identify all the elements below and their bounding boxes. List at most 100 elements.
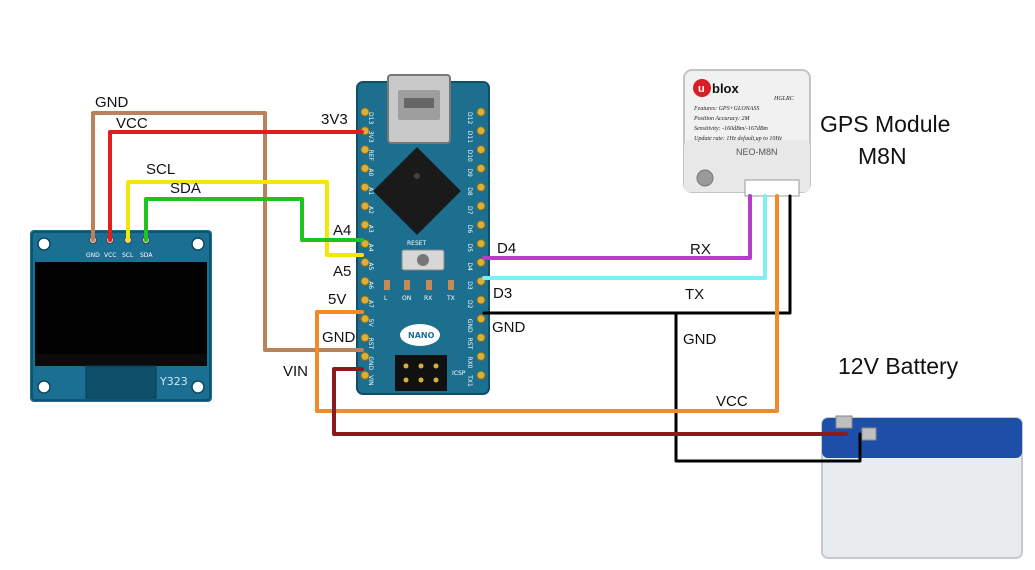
led-label-rx: RX — [424, 295, 432, 302]
nano-pin-label-gnd: GND — [367, 356, 374, 370]
nano-pin-label-tx1: TX1 — [466, 374, 473, 387]
nano-pin-label-rst: RST — [466, 338, 473, 350]
label-5v: 5V — [328, 291, 346, 308]
wire-gnd-battery — [674, 311, 862, 463]
nano-pin-label-d8: D8 — [466, 187, 473, 196]
label-vcc-oled: VCC — [116, 115, 148, 132]
nano-pin-label-d9: D9 — [466, 168, 473, 177]
nano-pin-a2 — [360, 201, 370, 211]
gps-model-label: NEO-M8N — [736, 147, 778, 157]
nano-pin-ref — [360, 145, 370, 155]
oled-display: Y323 GND VCC SCL SDA — [30, 230, 212, 402]
gps-sensitivity: Sensitivity: -160dBm/-167dBm — [694, 126, 768, 132]
wire-vcc-oled — [108, 130, 364, 242]
reset-label: RESET — [407, 240, 427, 247]
label-vcc-battery: VCC — [716, 393, 748, 410]
nano-pin-gnd — [360, 351, 370, 361]
nano-pin-label-a0: A0 — [367, 168, 374, 176]
gps-accuracy: Position Accuracy: 2M — [693, 116, 751, 122]
battery — [821, 415, 1023, 559]
nano-pin-d2 — [476, 295, 486, 305]
nano-pin-rst — [476, 333, 486, 343]
nano-pin-d13 — [360, 107, 370, 117]
led-label-on: ON — [402, 295, 411, 302]
nano-pin-label-d7: D7 — [466, 206, 473, 215]
led-label-l: L — [384, 295, 388, 302]
nano-pin-label-rx0: RX0 — [466, 356, 473, 368]
nano-pin-label-a6: A6 — [367, 281, 374, 289]
microcontroller-chip — [373, 147, 461, 235]
wire-vin — [332, 367, 848, 436]
label-gnd-left: GND — [322, 329, 356, 346]
nano-pin-vin — [360, 370, 370, 380]
gps-features: Features: GPS+GLONASS — [693, 106, 759, 112]
label-d4: D4 — [497, 240, 516, 257]
nano-pin-d12 — [476, 107, 486, 117]
label-gnd-battery: GND — [683, 331, 717, 348]
wire-vcc-gps — [315, 194, 779, 413]
gps-brand: blox — [712, 81, 739, 96]
wire-labels: GND VCC SCL SDA 3V3 A4 A5 5V GND VIN D4 … — [95, 94, 959, 410]
nano-pin-d9 — [476, 163, 486, 173]
nano-pin-label-3v3: 3V3 — [367, 131, 374, 143]
oled-pin-gnd: GND — [86, 252, 100, 259]
label-a4: A4 — [333, 222, 351, 239]
battery-terminal-negative — [835, 415, 853, 429]
label-scl: SCL — [146, 161, 175, 178]
nano-pin-label-a2: A2 — [367, 206, 374, 214]
nano-pin-label-d10: D10 — [466, 150, 473, 162]
wire-gnd-gps — [482, 194, 792, 315]
nano-pin-label-d13: D13 — [367, 112, 374, 124]
oled-pin-scl: SCL — [122, 252, 134, 259]
board-label: NANO — [408, 331, 435, 340]
label-sda: SDA — [170, 180, 201, 197]
nano-pin-label-ref: REF — [367, 150, 374, 162]
nano-pin-a0 — [360, 163, 370, 173]
wire-scl — [126, 180, 364, 257]
nano-pin-gnd — [476, 314, 486, 324]
nano-pin-label-a3: A3 — [367, 225, 374, 233]
oled-model-label: Y323 — [159, 375, 188, 388]
label-d3: D3 — [493, 285, 512, 302]
nano-pin-a6 — [360, 276, 370, 286]
nano-pin-5v — [360, 314, 370, 324]
nano-pin-a5 — [360, 257, 370, 267]
nano-pin-d5 — [476, 239, 486, 249]
nano-logo — [400, 324, 440, 346]
nano-pin-label-a4: A4 — [367, 244, 374, 252]
nano-pin-label-d2: D2 — [466, 300, 473, 309]
nano-pin-rx0 — [476, 351, 486, 361]
nano-pin-label-vin: VIN — [367, 375, 374, 385]
label-vin: VIN — [283, 363, 308, 380]
nano-pin-a3 — [360, 220, 370, 230]
icsp-label: ICSP — [452, 370, 466, 377]
nano-pin-label-a1: A1 — [367, 187, 374, 195]
wire-rx — [482, 194, 752, 260]
label-3v3: 3V3 — [321, 111, 348, 128]
led-label-tx: TX — [446, 295, 455, 302]
nano-pin-d11 — [476, 126, 486, 136]
wires — [91, 111, 862, 463]
nano-pin-label-gnd: GND — [466, 319, 473, 333]
nano-pin-label-a5: A5 — [367, 262, 374, 270]
nano-pin-a1 — [360, 182, 370, 192]
nano-pin-rst — [360, 333, 370, 343]
nano-pin-label-5v: 5V — [367, 319, 374, 328]
nano-pin-d7 — [476, 201, 486, 211]
wire-tx — [482, 194, 767, 280]
label-tx: TX — [685, 286, 704, 303]
nano-pin-tx1 — [476, 370, 486, 380]
oled-pin-vcc: VCC — [104, 252, 116, 259]
icsp-header — [395, 355, 447, 391]
label-gnd-oled: GND — [95, 94, 129, 111]
gps-title-line2: M8N — [858, 143, 907, 169]
nano-pin-rows: D133V3REFA0A1A2A3A4A5A6A75VRSTGNDVIND12D… — [360, 107, 486, 387]
gps-title-line1: GPS Module — [820, 111, 950, 137]
label-rx: RX — [690, 241, 711, 258]
nano-pin-label-a7: A7 — [367, 300, 374, 308]
battery-title: 12V Battery — [838, 353, 959, 379]
battery-terminal-positive — [861, 427, 877, 441]
gps-brand-u: u — [698, 83, 705, 95]
wire-sda — [144, 197, 364, 242]
nano-pin-label-rst: RST — [367, 338, 374, 350]
